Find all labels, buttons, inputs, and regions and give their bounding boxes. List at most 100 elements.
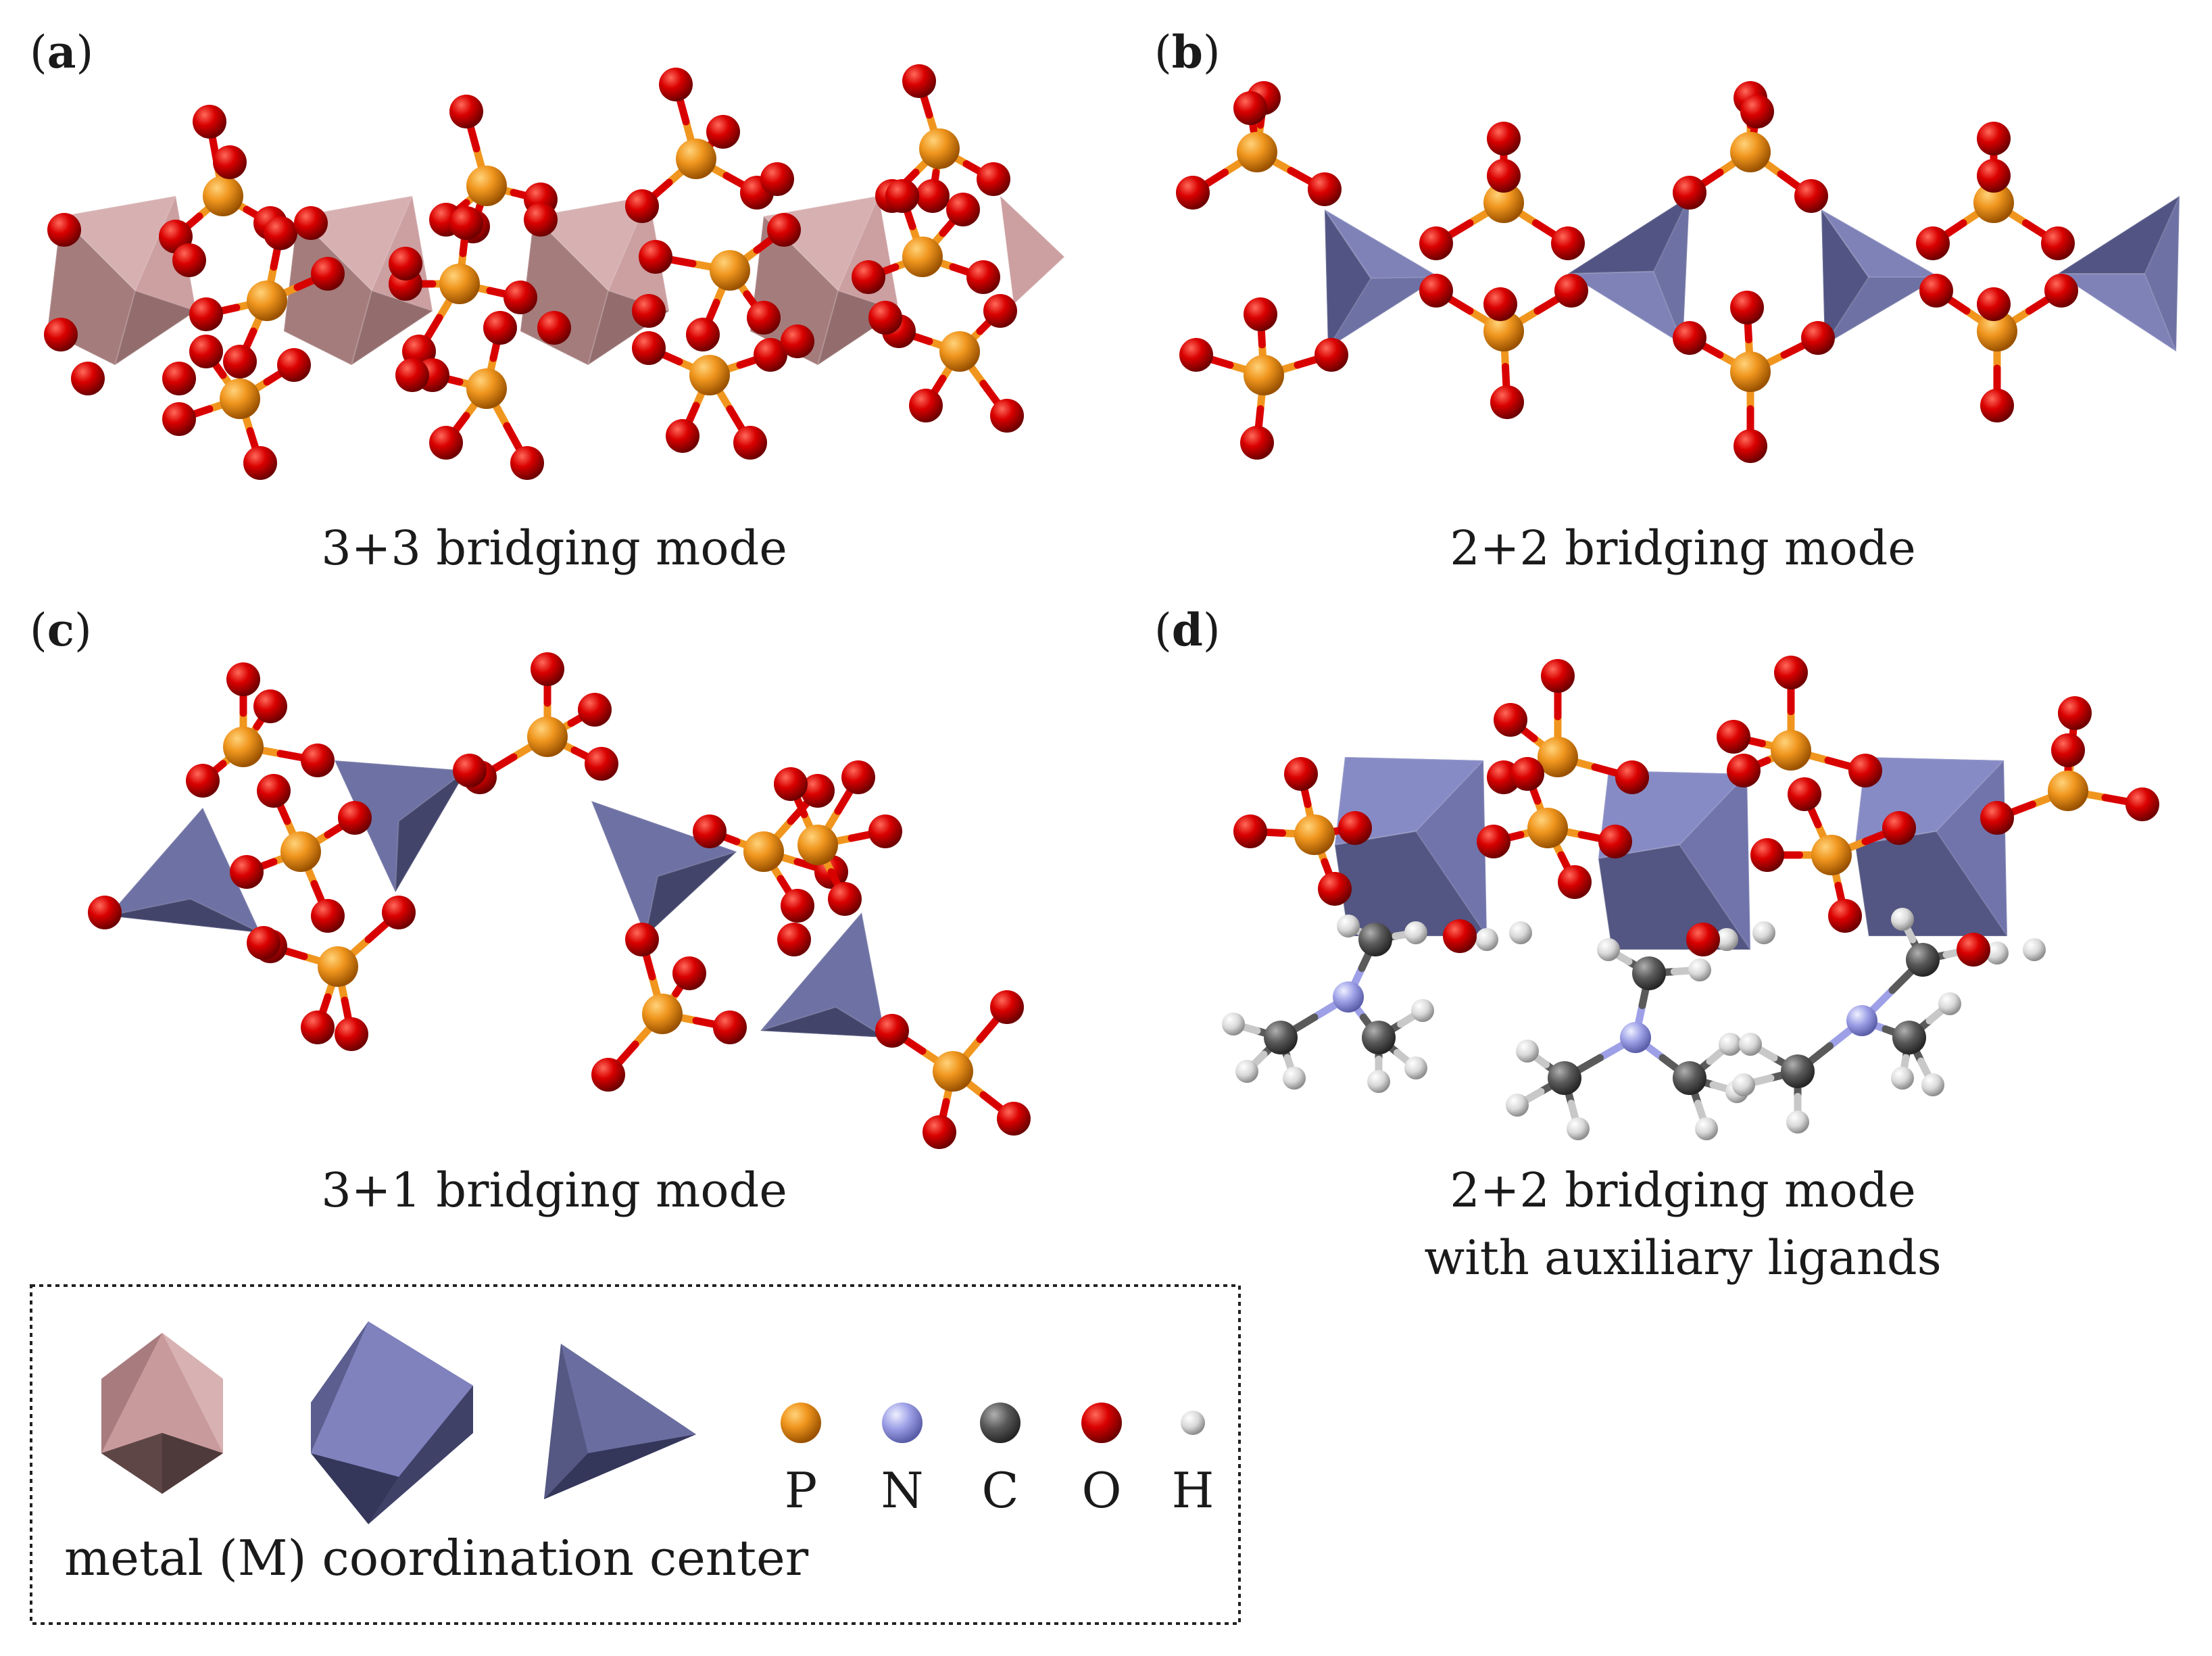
- oxygen-atom: [193, 105, 226, 139]
- oxygen-atom: [1314, 338, 1348, 372]
- oxygen-atom: [44, 318, 78, 351]
- carbon-atom: [1362, 1021, 1396, 1054]
- oxygen-atom: [1882, 811, 1916, 845]
- blue-tetrahedron-face: [1565, 194, 1692, 275]
- oxygen-atom: [1598, 825, 1632, 858]
- phosphorus-atom: [1483, 311, 1524, 351]
- phosphorus-atom: [939, 331, 980, 372]
- oxygen-atom: [382, 896, 416, 929]
- oxygen-atom: [1487, 122, 1521, 155]
- carbon-atom: [1892, 1021, 1926, 1054]
- oxygen-atom: [923, 1115, 956, 1149]
- oxygen-atom: [1977, 159, 2011, 193]
- hydrogen-atom: [1715, 928, 1738, 951]
- oxygen-atom: [226, 662, 260, 696]
- oxygen-atom: [47, 213, 81, 247]
- oxygen-atom: [1980, 801, 2014, 835]
- hydrogen-atom: [1732, 1073, 1755, 1096]
- oxygen-atom: [767, 213, 801, 247]
- oxygen-atom: [966, 260, 1000, 294]
- phosphorus-atom: [203, 176, 243, 216]
- phosphorus-atom: [743, 831, 784, 872]
- legend-atom-label-o: O: [1081, 1462, 1121, 1519]
- carbon-atom: [1673, 1061, 1706, 1095]
- oxygen-atom: [1558, 865, 1592, 899]
- oxygen-atom: [1443, 919, 1477, 953]
- phosphorus-atom: [689, 355, 730, 395]
- oxygen-atom: [997, 1102, 1031, 1136]
- oxygen-atom: [247, 926, 280, 960]
- phosphorus-atom: [1730, 132, 1771, 172]
- hydrogen-atom: [1688, 958, 1711, 981]
- phosphorus-atom: [318, 946, 358, 987]
- oxygen-atom: [453, 754, 487, 787]
- hydrogen-atom: [1411, 999, 1434, 1022]
- oxygen-atom: [672, 956, 706, 990]
- oxygen-atom: [213, 145, 247, 179]
- legend-tetrahedron-icon: [544, 1344, 696, 1499]
- panel-c-label: (c): [30, 604, 92, 656]
- phosphorus-atom: [247, 281, 287, 321]
- oxygen-atom: [1487, 159, 1521, 193]
- blue-tetrahedron-face: [644, 851, 737, 938]
- panel-d-caption-line1: 2+2 bridging mode: [1450, 1163, 1916, 1218]
- oxygen-atom: [71, 362, 105, 395]
- oxygen-atom: [1510, 757, 1544, 791]
- oxygen-atom: [1494, 703, 1527, 737]
- oxygen-atom: [852, 260, 885, 294]
- legend-atom-n-icon: [882, 1403, 923, 1443]
- oxygen-atom: [338, 801, 372, 835]
- carbon-atom: [1781, 1054, 1815, 1088]
- phosphorus-atom: [710, 250, 750, 291]
- oxygen-atom: [1244, 297, 1277, 331]
- phosphorus-atom: [1237, 132, 1277, 172]
- phosphorus-atom: [220, 379, 260, 419]
- oxygen-atom: [1554, 274, 1588, 308]
- oxygen-atom: [483, 311, 517, 345]
- legend-atom-p-icon: [781, 1403, 821, 1443]
- oxygen-atom: [335, 1017, 368, 1051]
- oxygen-atom: [585, 747, 618, 781]
- oxygen-atom: [1977, 122, 2011, 155]
- oxygen-atom: [1673, 176, 1706, 210]
- oxygen-atom: [1179, 338, 1213, 372]
- phosphorus-atom: [527, 716, 568, 757]
- oxygen-atom: [1240, 426, 1274, 460]
- hydrogen-atom: [1695, 1117, 1718, 1140]
- hydrogen-atom: [1786, 1111, 1809, 1134]
- oxygen-atom: [253, 689, 287, 723]
- oxygen-atom: [1730, 291, 1764, 324]
- oxygen-atom: [693, 814, 727, 848]
- oxygen-atom: [503, 281, 537, 314]
- oxygen-atom: [639, 240, 672, 274]
- hydrogen-atom: [1719, 1033, 1742, 1056]
- panel-d-label: (d): [1154, 604, 1221, 656]
- phosphorus-atom: [1977, 311, 2017, 351]
- oxygen-atom: [1551, 226, 1585, 260]
- oxygen-atom: [162, 402, 196, 436]
- oxygen-atom: [230, 855, 264, 889]
- phosphorus-atom: [676, 139, 716, 179]
- phosphorus-atom: [466, 368, 507, 409]
- phosphorus-atom: [1973, 182, 2014, 223]
- phosphorus-atom: [1771, 730, 1811, 771]
- panel-b-structure: [1176, 81, 2182, 463]
- oxygen-atom: [524, 203, 558, 237]
- oxygen-atom: [2044, 274, 2078, 308]
- hydrogen-atom: [1404, 921, 1427, 944]
- oxygen-atom: [1338, 811, 1372, 845]
- oxygen-atom: [760, 162, 794, 196]
- hydrogen-atom: [1222, 1013, 1245, 1036]
- hydrogen-atom: [1516, 1040, 1539, 1063]
- panel-c-caption: 3+1 bridging mode: [321, 1163, 787, 1218]
- oxygen-atom: [189, 297, 223, 331]
- oxygen-atom: [1801, 321, 1835, 355]
- oxygen-atom: [395, 358, 429, 392]
- blue-tetrahedron-face: [1821, 209, 1942, 278]
- oxygen-atom: [1750, 838, 1784, 872]
- oxygen-atom: [977, 162, 1010, 196]
- oxygen-atom: [774, 767, 808, 801]
- nitrogen-atom: [1846, 1005, 1877, 1036]
- oxygen-atom: [1176, 176, 1210, 210]
- blue-tetrahedron-face: [760, 1006, 886, 1038]
